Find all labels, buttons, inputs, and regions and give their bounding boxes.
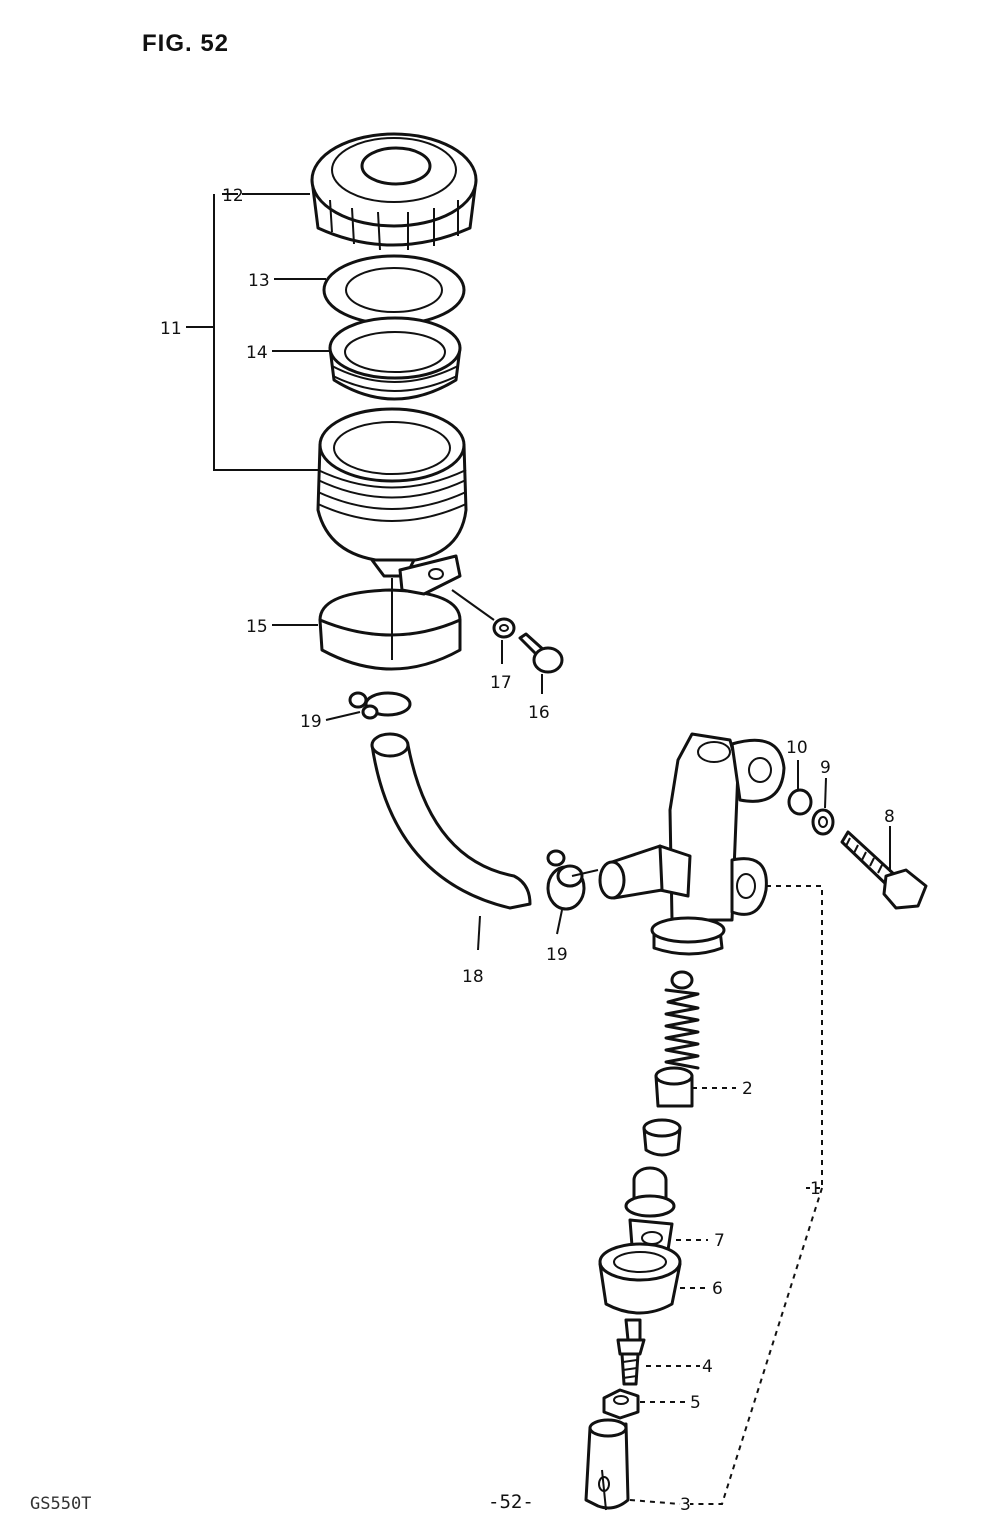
callout-12: 12 xyxy=(222,186,244,206)
callout-19-top: 19 xyxy=(300,712,322,732)
spring-and-cup-2 xyxy=(642,970,700,1157)
callout-16: 16 xyxy=(528,703,550,723)
page-number: -52- xyxy=(488,1491,534,1513)
nut-5 xyxy=(602,1388,640,1420)
callout-10: 10 xyxy=(786,738,808,758)
figure-title: FIG. 52 xyxy=(142,30,230,57)
callout-7: 7 xyxy=(714,1231,725,1251)
leader-lines xyxy=(186,193,891,1505)
callout-18: 18 xyxy=(462,967,484,987)
master-cylinder-body xyxy=(598,732,786,956)
callout-4: 4 xyxy=(702,1357,713,1377)
callout-9: 9 xyxy=(820,758,831,778)
piston-7 xyxy=(624,1166,676,1252)
hose-clip-top xyxy=(348,691,412,720)
reservoir-body xyxy=(316,407,468,578)
callout-2: 2 xyxy=(742,1079,753,1099)
screw-16 xyxy=(518,632,564,674)
callout-8: 8 xyxy=(884,807,895,827)
reservoir-hose xyxy=(370,732,532,910)
callout-11: 11 xyxy=(160,319,182,339)
callout-1: 1 xyxy=(810,1179,821,1199)
callout-15: 15 xyxy=(246,617,268,637)
washer-17 xyxy=(492,617,516,639)
callout-17: 17 xyxy=(490,673,512,693)
washer-10 xyxy=(787,788,813,816)
model-code: GS550T xyxy=(30,1494,92,1514)
callout-labels: 12 13 11 14 15 17 16 19 18 19 10 9 8 2 1… xyxy=(160,186,895,1515)
callout-19-lower: 19 xyxy=(546,945,568,965)
hose-fitting-axis-line xyxy=(571,869,599,877)
boot-6 xyxy=(598,1242,682,1315)
callout-6: 6 xyxy=(712,1279,723,1299)
callout-3: 3 xyxy=(680,1495,691,1515)
callout-14: 14 xyxy=(246,343,268,363)
clamp-screw-axis-line xyxy=(451,589,495,621)
reservoir-clamp-band xyxy=(318,554,462,671)
washer-9 xyxy=(811,808,835,836)
diaphragm xyxy=(328,316,462,401)
callout-5: 5 xyxy=(690,1393,701,1413)
clevis-3 xyxy=(584,1418,630,1511)
callout-13: 13 xyxy=(248,271,270,291)
reservoir-cap xyxy=(310,132,478,251)
push-rod-4 xyxy=(616,1318,646,1386)
diaphragm-plate xyxy=(322,254,466,326)
hose-clip-lower xyxy=(546,849,586,911)
bolt-8 xyxy=(840,830,928,910)
